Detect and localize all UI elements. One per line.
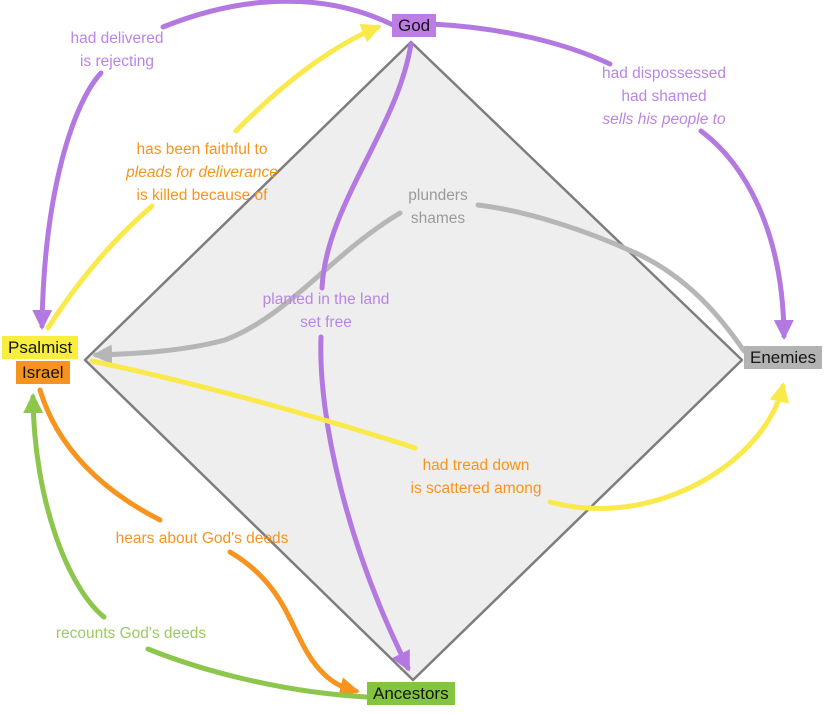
edge-israel-to-ancestors-segment-2 xyxy=(227,549,360,697)
node-god: God xyxy=(392,14,437,37)
edge-ancestors-to-israel-segment-2 xyxy=(23,393,107,620)
edge-israel-to-enemies-segment-1 xyxy=(89,358,418,451)
edge-enemies-to-psalmist-segment-1 xyxy=(475,202,747,354)
edge-label-israel-to-enemies: had tread down is scattered among xyxy=(411,454,542,500)
node-enemies: Enemies xyxy=(744,346,823,369)
edge-label-line: has been faithful to xyxy=(136,141,268,158)
edge-ancestors-to-israel-segment-1 xyxy=(145,646,369,700)
edge-label-line: planted in the land xyxy=(262,291,390,308)
edge-label-line: had dispossessed xyxy=(601,65,727,82)
edge-psalmist-to-god-segment-2 xyxy=(233,23,382,134)
edge-label-line: is killed because of xyxy=(136,187,268,204)
edge-label-enemies-to-psalmist: plunders shames xyxy=(408,184,467,230)
edge-label-god-to-ancestors: planted in the land set free xyxy=(263,288,390,334)
node-ancestors: Ancestors xyxy=(367,682,455,705)
node-israel: Israel xyxy=(16,361,70,384)
edge-label-line: shames xyxy=(410,210,466,227)
edge-label-line: sells his people to xyxy=(602,111,726,128)
edge-label-line: recounts God's deeds xyxy=(55,625,207,642)
edge-label-ancestors-to-israel: recounts God's deeds xyxy=(56,622,206,645)
edge-label-god-to-psalmist: had delivered is rejecting xyxy=(70,27,163,73)
edge-label-line: hears about God's deeds xyxy=(115,530,289,547)
edge-israel-to-ancestors-segment-1 xyxy=(37,387,163,523)
edge-label-line: set free xyxy=(300,314,352,331)
edge-label-line: pleads for deliverance xyxy=(126,164,278,181)
edge-label-israel-to-ancestors: hears about God's deeds xyxy=(116,527,289,550)
edge-enemies-to-psalmist-segment-2 xyxy=(92,210,403,365)
edge-israel-to-enemies-segment-2 xyxy=(547,382,790,511)
edge-psalmist-to-god-segment-1 xyxy=(45,203,155,331)
edge-god-to-psalmist-segment-2 xyxy=(32,70,104,330)
edge-god-to-enemies-segment-1 xyxy=(429,21,613,67)
edge-label-line: is scattered among xyxy=(410,480,542,497)
edge-god-to-ancestors-segment-2 xyxy=(318,334,411,672)
edge-label-god-to-enemies: had dispossessed had shamed sells his pe… xyxy=(602,62,726,131)
edge-label-line: plunders xyxy=(408,187,468,204)
edge-god-to-enemies-segment-2 xyxy=(698,128,794,340)
edge-label-line: had delivered xyxy=(70,30,164,47)
diamond-shape xyxy=(83,40,744,682)
edge-label-line: had tread down xyxy=(422,457,530,474)
edge-god-to-psalmist-segment-1 xyxy=(160,0,396,30)
edge-label-line: is rejecting xyxy=(79,53,155,70)
node-psalmist: Psalmist xyxy=(2,336,79,359)
edge-label-psalmist-to-god: has been faithful to pleads for delivera… xyxy=(126,138,278,207)
edge-god-to-ancestors-segment-1 xyxy=(319,41,414,291)
edge-label-line: had shamed xyxy=(621,88,707,105)
